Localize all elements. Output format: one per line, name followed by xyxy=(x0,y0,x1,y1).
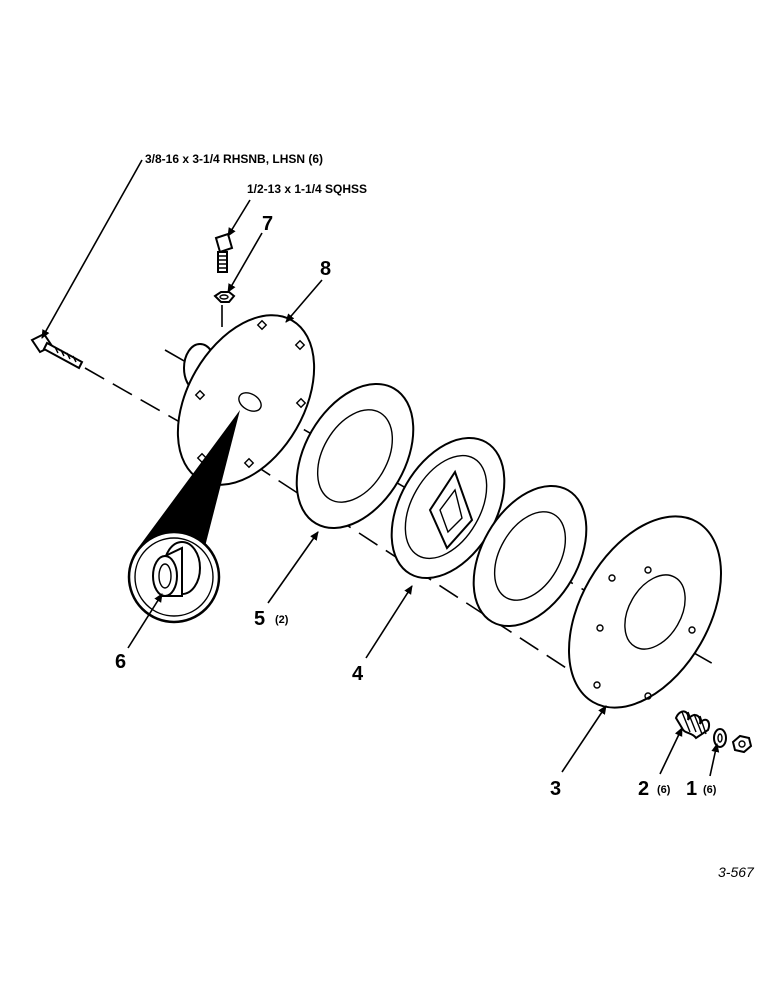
bolt-spec-label: 3/8-16 x 3-1/4 RHSNB, LHSN (6) xyxy=(145,152,323,166)
leader-item-2 xyxy=(659,727,683,775)
part-3-pressure-plate xyxy=(568,515,722,709)
leader-item-8 xyxy=(285,279,323,323)
part-7-nut xyxy=(213,291,236,303)
leader-item-5 xyxy=(267,531,319,604)
callout-2-qty: (6) xyxy=(657,784,671,796)
part-5-friction-disc-second xyxy=(472,484,588,628)
callout-6: 6 xyxy=(115,651,126,673)
callout-1: 1 xyxy=(686,778,697,800)
leader-item-6 xyxy=(127,593,163,649)
leader-setscrew-spec xyxy=(227,199,251,237)
callout-7: 7 xyxy=(262,213,273,235)
callout-4: 4 xyxy=(352,663,364,685)
square-head-setscrew xyxy=(214,232,234,273)
callout-5: 5 xyxy=(254,608,265,630)
carriage-bolt xyxy=(30,332,84,370)
setscrew-spec-label: 1/2-13 x 1-1/4 SQHSS xyxy=(247,182,367,196)
part-5-friction-disc xyxy=(295,382,415,530)
figure-number: 3-567 xyxy=(718,864,755,880)
part-2-spring xyxy=(674,710,710,740)
leader-bolt-spec xyxy=(41,159,143,339)
callout-5-qty: (2) xyxy=(275,614,289,626)
callout-8: 8 xyxy=(320,258,331,280)
callout-3: 3 xyxy=(550,778,561,800)
callout-2: 2 xyxy=(638,778,649,800)
part-4-center-plate xyxy=(390,436,506,580)
lock-nut xyxy=(731,734,753,754)
leader-item-7 xyxy=(227,232,263,293)
leader-item-4 xyxy=(365,585,413,659)
callout-1-qty: (6) xyxy=(703,784,717,796)
leader-item-3 xyxy=(561,705,607,773)
part-8-hub-flange xyxy=(176,314,316,486)
leader-item-1 xyxy=(709,743,720,777)
part-1-washer xyxy=(713,728,727,748)
